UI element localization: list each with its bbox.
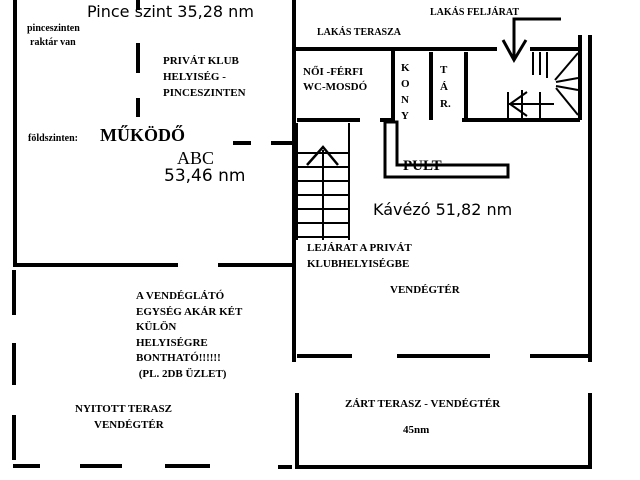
note-line: HELYISÉGRE xyxy=(136,336,208,349)
note-line: EGYSÉG AKÁR KÉT xyxy=(136,305,243,318)
note-line: (PL. 2DB ÜZLET) xyxy=(136,367,227,380)
counter-label: PULT xyxy=(403,158,442,174)
club-line: PRIVÁT KLUB xyxy=(163,55,239,67)
storage-letter: R. xyxy=(440,98,451,110)
operating-label: MŰKÖDŐ xyxy=(100,125,185,145)
counter xyxy=(383,120,510,179)
kitchen-letter: N xyxy=(401,94,409,106)
storage-letter: T xyxy=(440,64,448,76)
kitchen-letter: Y xyxy=(401,110,409,122)
closed-terrace-label: ZÁRT TERASZ - VENDÉGTÉR xyxy=(345,398,501,410)
open-terrace-label-2: VENDÉGTÉR xyxy=(94,419,164,431)
club-line: HELYISÉG - xyxy=(163,71,226,83)
open-terrace-label: NYITOTT TERASZ xyxy=(75,403,172,415)
entrance-arrow-icon xyxy=(501,17,561,64)
descent-label: LEJÁRAT A PRIVÁT xyxy=(307,242,412,254)
club-line: PINCESZINTEN xyxy=(163,87,246,99)
storage-letter: Á xyxy=(440,81,448,93)
ground-floor-label: földszinten: xyxy=(28,133,78,144)
storage-room-label: T Á R. xyxy=(440,62,451,113)
basement-area-label: Pince szint 35,28 nm xyxy=(87,2,254,21)
closed-terrace-area: 45nm xyxy=(403,424,430,436)
kitchen-label: K O N Y xyxy=(401,60,410,124)
note-line: BONTHATÓ!!!!!! xyxy=(136,352,221,364)
abc-label: ABC xyxy=(177,148,215,168)
abc-area-label: 53,46 nm xyxy=(164,166,246,186)
closed-terrace-walls xyxy=(295,393,592,469)
storage-note: pinceszinten xyxy=(27,23,80,34)
split-note: A VENDÉGLÁTÓ EGYSÉG AKÁR KÉT KÜLÖN HELYI… xyxy=(136,289,242,382)
private-club-label: PRIVÁT KLUB HELYISÉG - PINCESZINTEN xyxy=(163,53,246,101)
spiral-stairs-icon xyxy=(507,52,579,118)
note-line: A VENDÉGLÁTÓ xyxy=(136,290,225,302)
storage-note-2: raktár van xyxy=(30,37,76,48)
cafe-area-label: Kávézó 51,82 nm xyxy=(373,200,513,219)
guest-area-label: VENDÉGTÉR xyxy=(390,284,460,296)
wc-label: NŐI -FÉRFI xyxy=(303,66,364,78)
kitchen-letter: O xyxy=(401,78,410,90)
apartment-terrace-label: LAKÁS TERASZA xyxy=(317,27,402,38)
apartment-entrance-label: LAKÁS FELJÁRAT xyxy=(430,7,519,18)
descent-label-2: KLUBHELYISÉGBE xyxy=(307,258,410,270)
kitchen-letter: K xyxy=(401,62,410,74)
note-line: KÜLÖN xyxy=(136,321,177,333)
wc-label-2: WC-MOSDÓ xyxy=(303,81,368,93)
stairs-up-arrow-icon xyxy=(296,123,350,240)
